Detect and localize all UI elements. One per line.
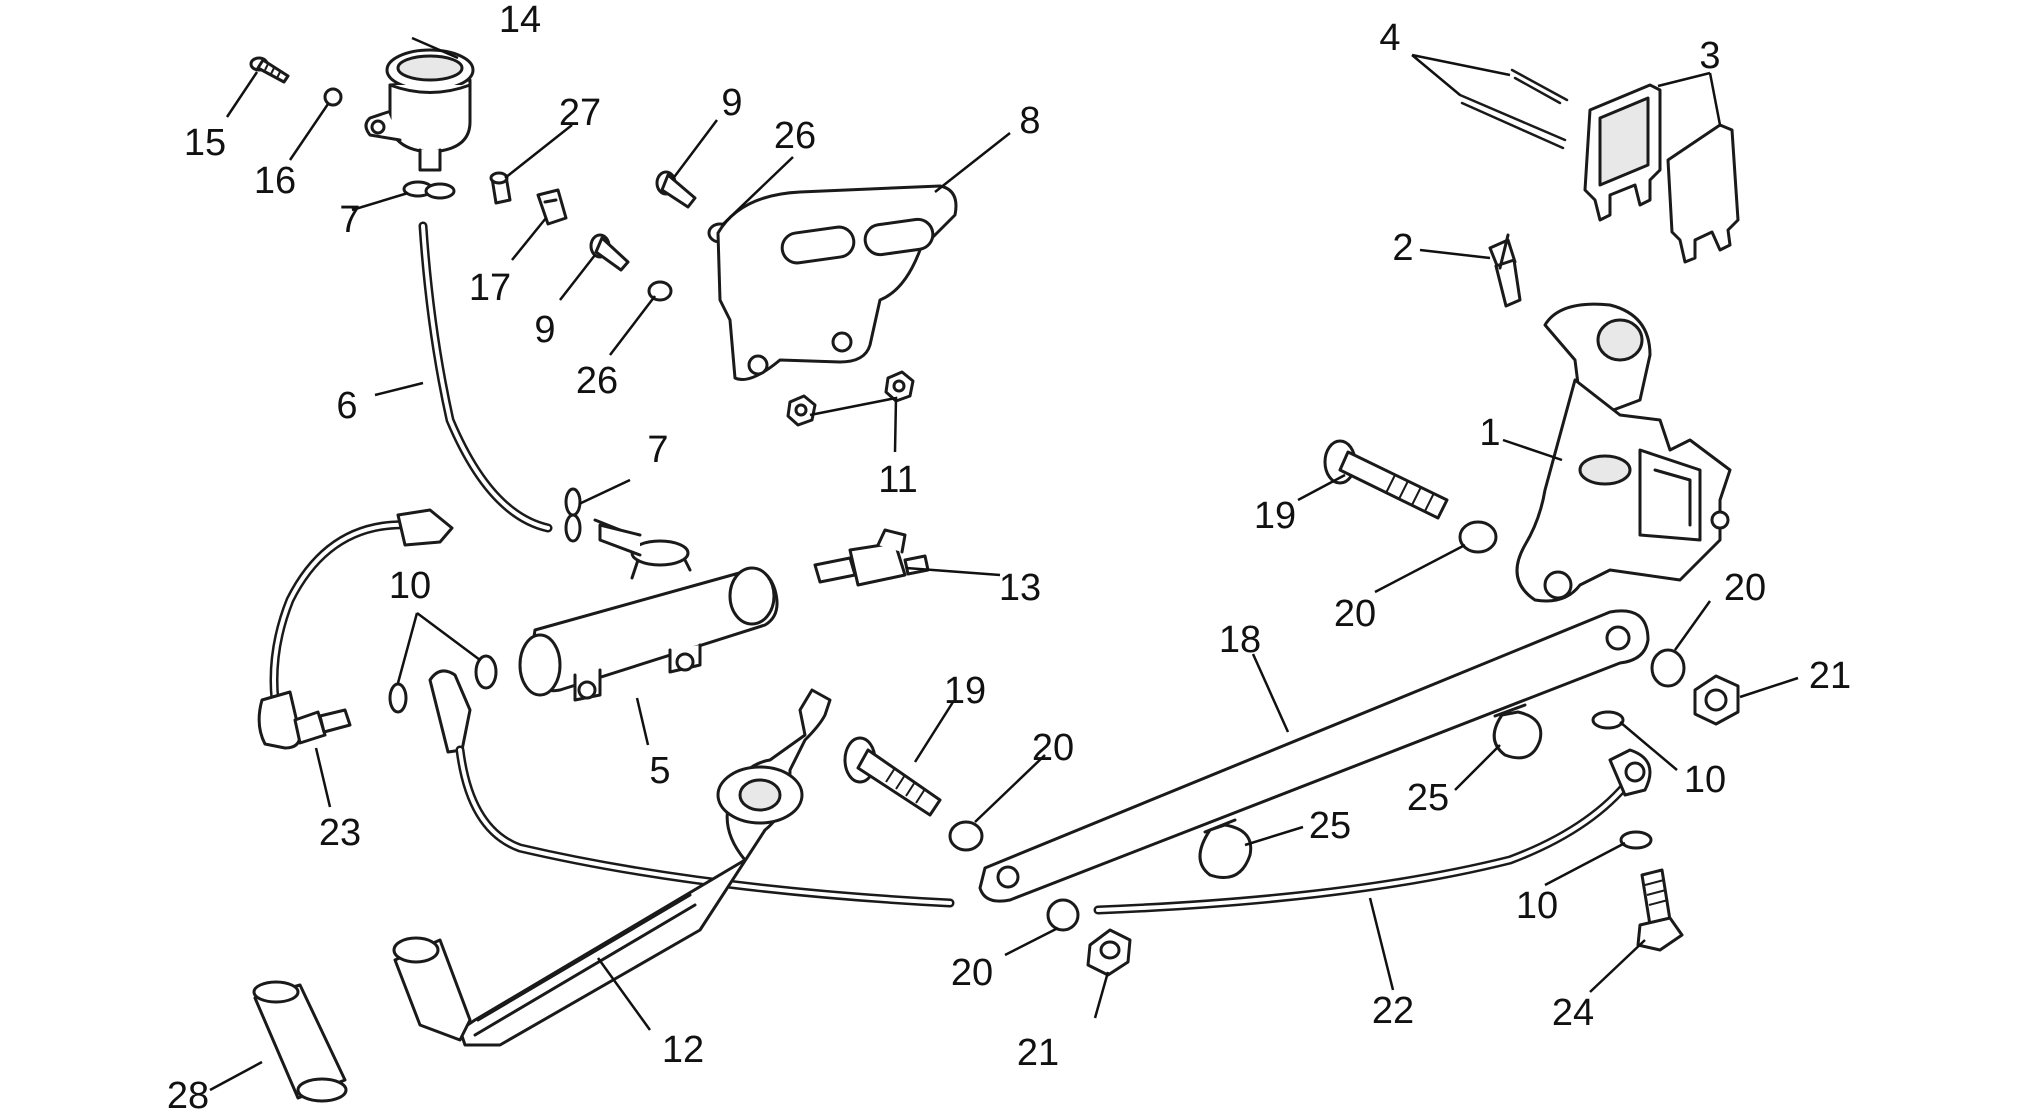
part-hose-clip (1492, 703, 1543, 760)
callout-20-middle: 20 (1334, 593, 1376, 635)
callout-20-right: 20 (1724, 567, 1766, 609)
part-washer (1046, 898, 1080, 932)
callout-10-right-upper: 10 (1684, 759, 1726, 801)
callout-22: 22 (1372, 990, 1414, 1032)
callout-6: 6 (336, 385, 357, 427)
part-pedal-rubber (252, 980, 348, 1103)
part-washer (388, 682, 408, 714)
part-washer (1458, 520, 1498, 554)
callout-24: 24 (1552, 992, 1594, 1034)
callout-16: 16 (254, 160, 296, 202)
callout-10-left: 10 (389, 565, 431, 607)
part-torque-arm (978, 609, 1650, 903)
callout-3: 3 (1699, 35, 1720, 77)
callout-20-lower: 20 (1032, 727, 1074, 769)
part-washer (323, 87, 343, 107)
callout-21-right: 21 (1809, 655, 1851, 697)
callout-17: 17 (469, 267, 511, 309)
callout-13: 13 (999, 567, 1041, 609)
callout-9-middle: 9 (534, 309, 555, 351)
callout-11: 11 (878, 459, 917, 501)
part-washer (1650, 648, 1686, 688)
part-bolt (589, 233, 630, 272)
callout-8: 8 (1019, 100, 1040, 142)
callout-25-upper: 25 (1407, 777, 1449, 819)
part-nut (1086, 928, 1132, 977)
part-bolt (655, 170, 697, 209)
part-bleed-valve (1488, 233, 1522, 308)
part-washer (1591, 710, 1625, 730)
callout-26-top: 26 (774, 115, 816, 157)
part-nuts (786, 370, 915, 427)
part-hose-clip (1198, 818, 1253, 879)
part-caliper-bolt (1323, 439, 1449, 520)
part-washer (647, 280, 673, 302)
callout-10-right-lower: 10 (1516, 885, 1558, 927)
part-pivot-bolt (843, 736, 942, 817)
callout-2: 2 (1392, 227, 1413, 269)
part-brake-pedal (392, 688, 832, 1047)
callout-18: 18 (1219, 619, 1261, 661)
part-clip (536, 188, 568, 226)
part-washer (948, 820, 984, 852)
leader-lines (209, 36, 1799, 1092)
part-reservoir (364, 48, 475, 172)
part-pad-pins (1458, 68, 1569, 150)
part-washer (1619, 830, 1653, 850)
part-banjo-bolt (1636, 868, 1684, 952)
part-hose-clamp (402, 180, 456, 200)
part-hose-clamp (564, 487, 582, 543)
callout-9-top: 9 (721, 82, 742, 124)
part-heel-guard-plate (716, 184, 958, 381)
callout-12: 12 (662, 1029, 704, 1071)
callout-25-lower: 25 (1309, 805, 1351, 847)
part-master-cylinder (518, 518, 779, 702)
callout-20-bottom: 20 (951, 952, 993, 994)
callout-7-lower: 7 (647, 429, 668, 471)
callout-23: 23 (319, 812, 361, 854)
callout-26-middle: 26 (576, 360, 618, 402)
callout-27: 27 (559, 92, 601, 134)
callout-19-lower: 19 (944, 670, 986, 712)
callout-21-bottom: 21 (1017, 1032, 1059, 1074)
part-brake-pads (1583, 83, 1740, 264)
part-banjo-fitting (257, 508, 454, 750)
callout-19-upper: 19 (1254, 495, 1296, 537)
callout-1: 1 (1479, 412, 1500, 454)
callout-14: 14 (499, 0, 541, 41)
part-nut (1693, 674, 1740, 726)
part-brake-caliper (1515, 302, 1732, 603)
callout-7-top: 7 (339, 199, 360, 241)
part-brake-hose (428, 669, 1652, 915)
part-brake-light-switch (813, 528, 930, 587)
part-washer (474, 654, 498, 690)
callout-28: 28 (167, 1075, 209, 1113)
callout-4: 4 (1379, 17, 1400, 59)
part-reservoir-hose (418, 221, 553, 533)
callout-5: 5 (649, 750, 670, 792)
callout-15: 15 (184, 122, 226, 164)
callout-labels: 14 15 16 27 7 17 9 26 9 26 8 6 7 11 4 3 … (167, 0, 1851, 1113)
part-screw (249, 56, 290, 84)
